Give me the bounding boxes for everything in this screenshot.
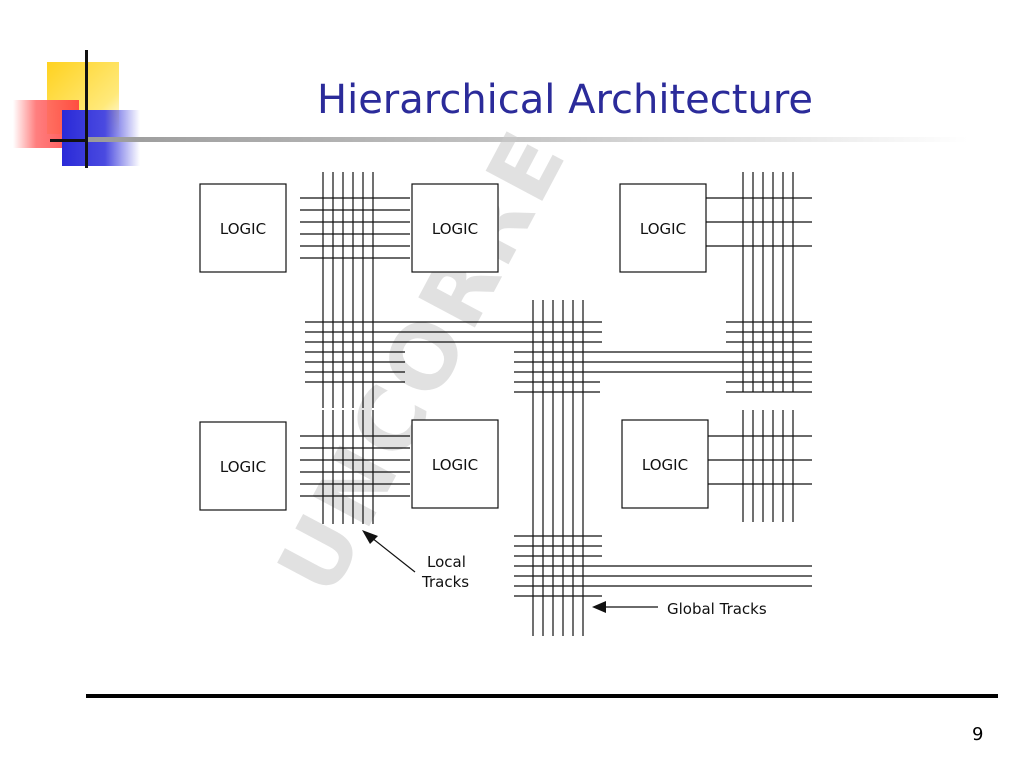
- logic-block: LOGIC: [199, 183, 287, 273]
- logic-block: LOGIC: [619, 183, 707, 273]
- local-tracks-label-line2: Tracks: [421, 573, 469, 591]
- page-number: 9: [972, 724, 984, 745]
- local-tracks-arrow: [362, 530, 416, 573]
- title-underline: [88, 137, 968, 142]
- logic-block-box: [411, 419, 499, 509]
- logic-block: LOGIC: [199, 421, 287, 511]
- logic-block-label: LOGIC: [220, 458, 266, 476]
- logic-block-box: [619, 183, 707, 273]
- logic-block-label: LOGIC: [220, 220, 266, 238]
- logic-blocks: LOGIC LOGIC LOGIC LOGIC LOGIC LOGIC: [199, 183, 709, 511]
- logic-block-box: [621, 419, 709, 509]
- logic-block: LOGIC: [411, 419, 499, 509]
- logic-block: LOGIC: [411, 183, 499, 273]
- global-tracks-arrow: [592, 601, 658, 613]
- local-tracks-label-line1: Local: [427, 553, 466, 571]
- logic-block-box: [199, 183, 287, 273]
- logic-block-box: [199, 421, 287, 511]
- logic-block: LOGIC: [621, 419, 709, 509]
- slide-title: Hierarchical Architecture: [317, 77, 813, 123]
- logic-block-label: LOGIC: [640, 220, 686, 238]
- footer-rule: [86, 694, 998, 698]
- decor-vertical-line: [85, 50, 88, 168]
- routing-tracks: [300, 172, 812, 636]
- global-tracks-label: Global Tracks: [667, 600, 767, 618]
- logic-block-label: LOGIC: [642, 456, 688, 474]
- logic-block-box: [411, 183, 499, 273]
- logic-block-label: LOGIC: [432, 456, 478, 474]
- logic-block-label: LOGIC: [432, 220, 478, 238]
